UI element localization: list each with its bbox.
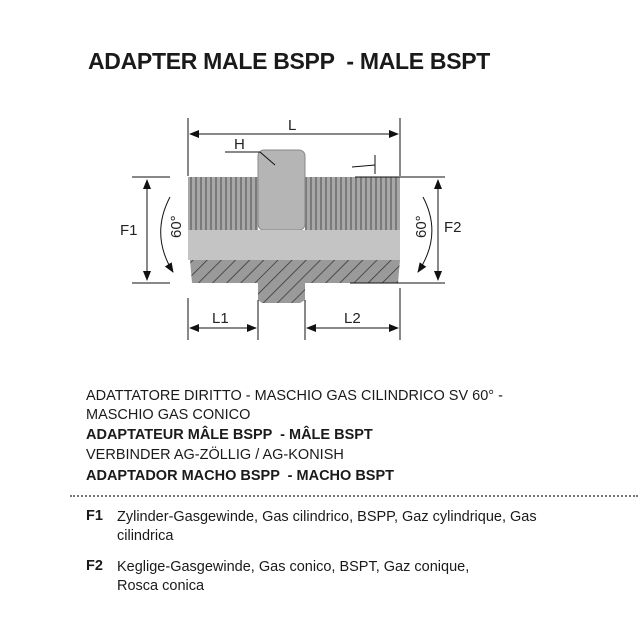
- label-angle-right: 60°: [413, 215, 430, 238]
- description-line: MASCHIO GAS CONICO: [86, 407, 251, 423]
- fitting-body: [188, 149, 400, 303]
- description-line: ADATTATORE DIRITTO - MASCHIO GAS CILINDR…: [86, 388, 503, 404]
- label-H: H: [234, 136, 245, 153]
- label-L1: L1: [212, 310, 229, 327]
- page-title: ADAPTER MALE BSPP - MALE BSPT: [88, 48, 491, 74]
- dotted-divider: [70, 495, 638, 497]
- description-line: VERBINDER AG-ZÖLLIG / AG-KONISH: [86, 447, 344, 463]
- adapter-drawing: L H F1 F2 60° 60° L1 L2: [120, 117, 462, 340]
- label-L: L: [288, 117, 296, 134]
- label-F1: F1: [120, 222, 138, 239]
- legend-text-f2: Keglige-Gasgewinde, Gas conico, BSPT, Ga…: [117, 559, 470, 594]
- legend-key-f2: F2: [86, 558, 103, 574]
- label-angle-left: 60°: [168, 215, 185, 238]
- description-line: ADAPTATEUR MÂLE BSPP - MÂLE BSPT: [86, 427, 373, 443]
- label-L2: L2: [344, 310, 361, 327]
- label-F2: F2: [444, 219, 462, 236]
- description-line: ADAPTADOR MACHO BSPP - MACHO BSPT: [86, 468, 394, 484]
- legend-key-f1: F1: [86, 508, 103, 524]
- legend-text-f1: Zylinder-Gasgewinde, Gas cilindrico, BSP…: [117, 509, 537, 544]
